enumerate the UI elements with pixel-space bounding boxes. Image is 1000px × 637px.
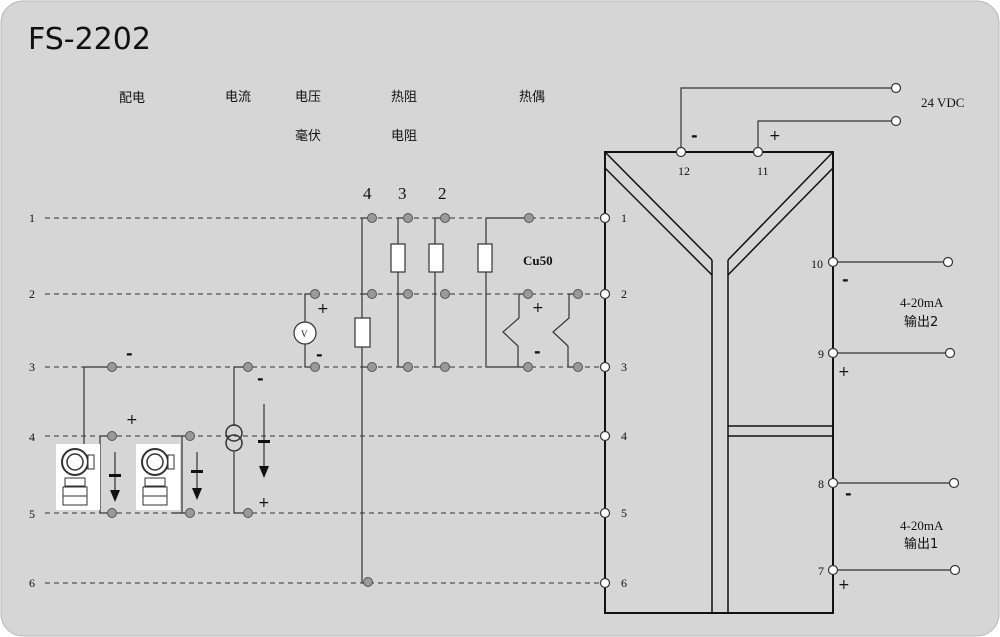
power-terminal-12: 12	[678, 164, 690, 178]
voltage-source	[293, 289, 320, 372]
row-label-3: 3	[29, 360, 35, 374]
input-terminal-4: 4	[621, 429, 627, 443]
output2-plus: +	[838, 364, 850, 380]
transmitter-icon	[56, 444, 100, 510]
transmitter-icon	[136, 444, 180, 510]
input-terminal-2: 2	[621, 287, 627, 301]
power-dist-minus: -	[126, 344, 133, 363]
voltmeter-symbol: V	[301, 329, 308, 339]
input-terminal-3: 3	[621, 360, 627, 374]
label-thermocouple: 热偶	[519, 90, 545, 105]
row-label-1: 1	[29, 211, 35, 225]
current-minus: -	[257, 369, 264, 388]
current-source	[225, 362, 270, 518]
output1-plus: +	[838, 577, 850, 593]
output1-sub: 输出1	[904, 536, 938, 552]
label-resistance: 电阻	[391, 129, 417, 144]
output2-name: 4-20mA	[900, 295, 944, 310]
input-terminal-5: 5	[621, 506, 627, 520]
label-millivolt: 毫伏	[295, 128, 321, 144]
output2-minus: -	[842, 270, 849, 289]
label-voltage: 电压	[295, 90, 321, 105]
label-2-wire: 2	[438, 184, 447, 203]
thermocouple-circuit	[477, 213, 583, 372]
label-power-dist: 配电	[119, 91, 145, 106]
power-minus: -	[691, 126, 698, 145]
label-current: 电流	[225, 90, 251, 105]
power-dist-plus: +	[126, 412, 138, 428]
output2-sub: 输出2	[904, 314, 938, 330]
input-terminal-6: 6	[621, 576, 627, 590]
voltage-plus: +	[317, 301, 329, 317]
power-supply-wiring	[675, 82, 902, 158]
page-title: FS-2202	[28, 22, 151, 57]
module-block	[604, 151, 834, 614]
label-4-wire: 4	[363, 184, 372, 203]
input-terminals	[599, 212, 611, 589]
output-terminal-9: 9	[818, 347, 824, 361]
output-terminal-7: 7	[818, 564, 824, 578]
cu50-label: Cu50	[523, 253, 553, 268]
power-plus: +	[769, 128, 781, 144]
output1-name: 4-20mA	[900, 518, 944, 533]
label-rtd: 热阻	[391, 90, 417, 105]
output-terminal-8: 8	[818, 477, 824, 491]
rtd-circuit	[354, 213, 450, 587]
power-label: 24 VDC	[921, 95, 964, 110]
row-label-6: 6	[29, 576, 35, 590]
input-terminal-1: 1	[621, 211, 627, 225]
power-terminal-11: 11	[757, 164, 769, 178]
row-lines	[45, 217, 605, 584]
row-label-4: 4	[29, 430, 35, 444]
output-wiring	[827, 256, 961, 576]
voltage-minus: -	[316, 345, 323, 364]
current-plus: +	[258, 495, 270, 511]
row-label-2: 2	[29, 287, 35, 301]
output1-minus: -	[845, 484, 852, 503]
tc-minus: -	[534, 342, 541, 361]
tc-plus: +	[532, 300, 544, 316]
label-3-wire: 3	[398, 184, 407, 203]
row-label-5: 5	[29, 507, 35, 521]
power-dist-circuit	[83, 362, 203, 518]
output-terminal-10: 10	[811, 257, 823, 271]
